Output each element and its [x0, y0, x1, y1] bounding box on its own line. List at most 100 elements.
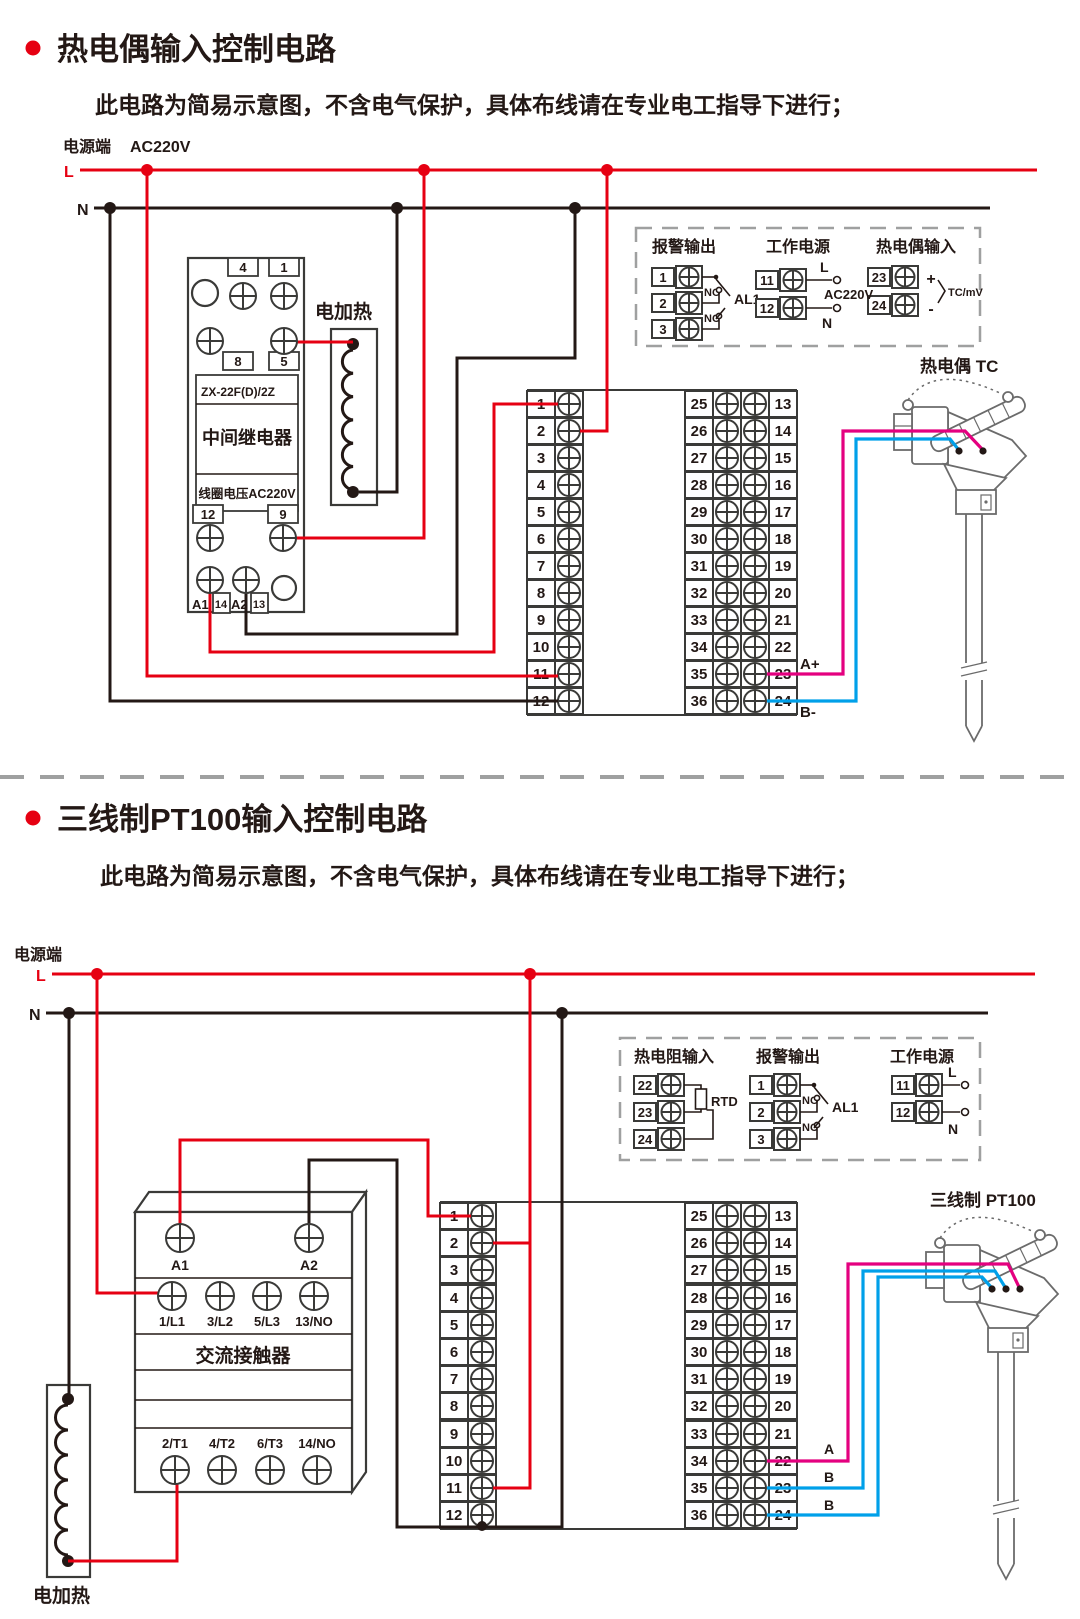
heater-element-2: 电加热: [33, 1383, 92, 1607]
screw-terminal-icon: [743, 1476, 767, 1500]
terminal-number: 1: [757, 1078, 764, 1093]
screw-terminal-icon: [470, 1476, 494, 1500]
contactor-terminal: 13/NO: [295, 1314, 333, 1329]
terminal-number: 10: [533, 639, 550, 656]
screw-terminal-icon: [207, 1455, 237, 1485]
terminal-number: 5: [450, 1317, 458, 1334]
terminal-number: 14: [775, 1235, 792, 1252]
screw-terminal-icon: [776, 1074, 798, 1096]
intermediate-relay: 4 1 8 5 ZX-22F(D)/2Z 中间继电器 线圈电压AC220V 12…: [186, 256, 306, 614]
screw-terminal-icon: [743, 1258, 767, 1282]
terminal-number: 25: [691, 396, 708, 413]
relay-coil-voltage: 线圈电压AC220V: [198, 486, 296, 501]
screw-terminal-icon: [252, 1281, 282, 1311]
screw-terminal-icon: [205, 1281, 235, 1311]
rtd-signal: RTD: [711, 1094, 738, 1109]
terminal-number: 8: [537, 585, 545, 602]
terminal-number: 2: [537, 423, 545, 440]
screw-terminal-icon: [894, 294, 916, 316]
wire-label-b1: B: [824, 1469, 834, 1485]
terminal-number: 27: [691, 450, 708, 467]
terminal-number: 29: [691, 504, 708, 521]
terminal-number: 13: [775, 396, 792, 413]
screw-terminal-icon: [678, 292, 700, 314]
sensor-pt100-label: 三线制 PT100: [930, 1190, 1036, 1210]
wires-2: A B B: [67, 974, 1024, 1563]
terminal-number: 3: [537, 450, 545, 467]
screw-terminal-icon: [715, 1231, 739, 1255]
terminal-number: 17: [775, 1317, 792, 1334]
screw-terminal-icon: [743, 554, 767, 578]
screw-terminal-icon: [557, 419, 581, 443]
power-title-2: 工作电源: [890, 1047, 954, 1066]
heater-label: 电加热: [315, 300, 372, 323]
screw-terminal-icon: [715, 527, 739, 551]
screw-terminal-icon: [715, 1204, 739, 1228]
screw-terminal-icon: [743, 1449, 767, 1473]
terminal-number: 5: [537, 504, 545, 521]
screw-terminal-icon: [715, 608, 739, 632]
wire-label-b-minus: B-: [800, 704, 816, 721]
screw-terminal-icon: [743, 500, 767, 524]
terminal-number: 26: [691, 1235, 708, 1252]
terminal-number: 19: [775, 1371, 792, 1388]
section2-subtitle: 此电路为简易示意图，不含电气保护，具体布线请在专业电工指导下进行；: [100, 863, 859, 889]
screw-terminal-icon: [557, 473, 581, 497]
live-label-2: L: [36, 968, 46, 985]
screw-terminal-icon: [294, 1223, 324, 1253]
relay-terminal: 8: [234, 354, 241, 369]
relay-terminal: 14: [215, 599, 228, 611]
contactor-terminal: 4/T2: [209, 1436, 235, 1451]
screw-terminal-icon: [557, 500, 581, 524]
power-live: L: [820, 259, 829, 275]
terminal-number: 12: [446, 1507, 463, 1524]
screw-terminal-icon: [269, 524, 297, 552]
contactor-name: 交流接触器: [195, 1344, 291, 1367]
contactor-terminal: 3/L2: [207, 1314, 233, 1329]
screw-terminal-icon: [678, 266, 700, 288]
terminal-number: 1: [659, 270, 666, 285]
terminal-number: 11: [446, 1480, 462, 1497]
terminal-number: 27: [691, 1262, 708, 1279]
relay-terminal: 5: [280, 354, 287, 369]
screw-terminal-icon: [557, 608, 581, 632]
rtd-title: 热电阻输入: [634, 1047, 714, 1066]
bullet-icon: [25, 810, 41, 826]
screw-terminal-icon: [232, 566, 260, 594]
screw-terminal-icon: [470, 1340, 494, 1364]
screw-terminal-icon: [255, 1455, 285, 1485]
terminal-number: 7: [537, 558, 545, 575]
screw-terminal-icon: [715, 1313, 739, 1337]
live-label: L: [64, 164, 74, 181]
screw-terminal-icon: [557, 662, 581, 686]
sensor-pt100: 三线制 PT100: [925, 1190, 1061, 1580]
terminal-number: 2: [450, 1235, 458, 1252]
screw-terminal-icon: [470, 1394, 494, 1418]
power-rails-1: [80, 164, 1037, 214]
screw-terminal-icon: [715, 419, 739, 443]
screw-terminal-icon: [557, 392, 581, 416]
relay-terminal: A1: [192, 597, 209, 612]
terminal-number: 20: [775, 585, 792, 602]
screw-terminal-icon: [743, 608, 767, 632]
contactor-terminal: 2/T1: [162, 1436, 188, 1451]
screw-terminal-icon: [299, 1281, 329, 1311]
contactor-terminal: 5/L3: [254, 1314, 280, 1329]
terminal-number: 22: [638, 1078, 652, 1093]
terminal-number: 2: [757, 1105, 764, 1120]
terminal-number: 31: [691, 558, 708, 575]
screw-terminal-icon: [470, 1422, 494, 1446]
alarm-output-label: AL1: [734, 291, 761, 307]
terminal-number: 6: [450, 1344, 458, 1361]
terminal-number: 17: [775, 504, 792, 521]
screw-terminal-icon: [165, 1223, 195, 1253]
screw-terminal-icon: [715, 1503, 739, 1527]
screw-terminal-icon: [557, 446, 581, 470]
section1-title: 热电偶输入控制电路: [57, 32, 337, 67]
relay-terminal: 4: [239, 260, 247, 275]
screw-terminal-icon: [715, 446, 739, 470]
contactor-terminal: 1/L1: [159, 1314, 185, 1329]
terminal-number: 15: [775, 1262, 792, 1279]
